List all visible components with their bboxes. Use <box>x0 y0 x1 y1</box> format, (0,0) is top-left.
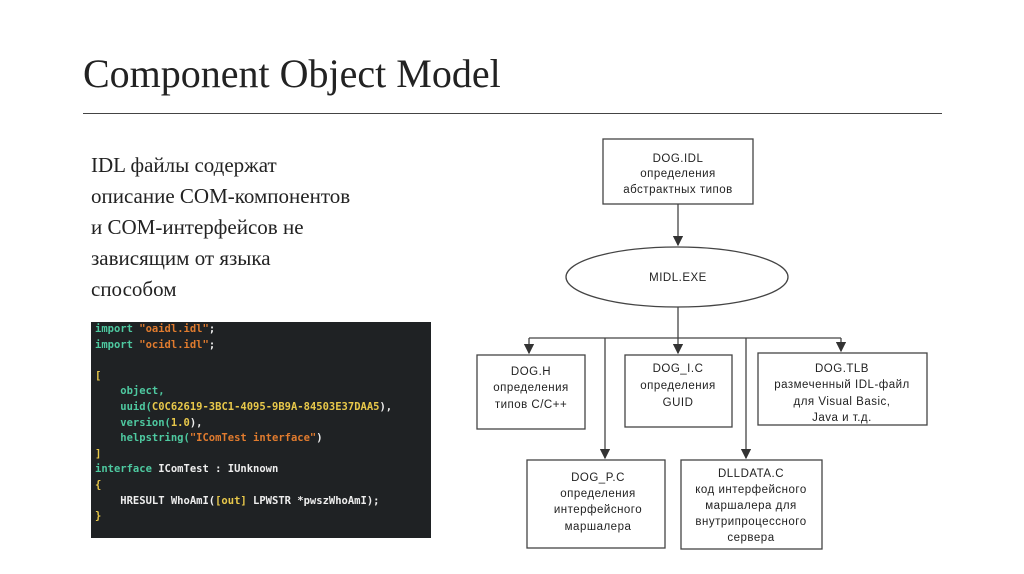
description-line: способом <box>91 277 177 301</box>
idl-code-block: import "oaidl.idl";import "ocidl.idl"; [… <box>91 322 431 538</box>
box-dlldata-c <box>680 459 823 550</box>
code-token: import <box>95 323 140 335</box>
code-token: [out] <box>215 494 247 507</box>
code-line: import "oaidl.idl"; <box>95 322 431 338</box>
box-label: абстрактных типов <box>623 184 733 196</box>
box-label: DOG.H <box>511 366 551 378</box>
code-line: helpstring("IComTest interface") <box>95 431 431 447</box>
description-line: описание COM-компонентов <box>91 184 351 208</box>
box-label: DLLDATA.C <box>718 468 784 480</box>
box-label: DOG.TLB <box>815 363 869 375</box>
code-line: [ <box>95 369 102 382</box>
code-token: ; <box>208 323 216 335</box>
code-token: IComTest : IUnknown <box>158 463 279 476</box>
box-label: размеченный IDL-файл <box>774 379 910 391</box>
code-token: import <box>95 338 140 351</box>
code-token: 1.0 <box>170 416 190 429</box>
code-line: import "ocidl.idl"; <box>95 338 431 354</box>
code-token: ), <box>379 400 393 413</box>
description-line: и COM-интерфейсов не <box>91 215 304 239</box>
code-token: interface <box>95 463 159 476</box>
slide-title: Component Object Model <box>83 51 501 96</box>
box-dog-p-c <box>526 459 666 549</box>
box-label: определения <box>640 380 716 392</box>
box-label: определения <box>640 168 716 180</box>
code-token: "ocidl.idl" <box>139 338 209 351</box>
ellipse-midl-exe <box>565 246 789 308</box>
code-line: ] <box>95 447 102 460</box>
box-label: маршалера <box>565 521 632 533</box>
ellipse-label: MIDL.EXE <box>649 272 707 284</box>
box-label: DOG_I.C <box>653 363 704 375</box>
description-line: зависящим от языка <box>91 246 271 270</box>
code-token: "IComTest interface" <box>189 432 317 445</box>
box-dog-i-c <box>624 354 733 428</box>
code-line: object, <box>95 385 165 398</box>
code-token: LPWSTR *pwszWhoAmI); <box>246 494 380 507</box>
code-token: C0C62619-3BC1-4095-9B9A-84503E37DAA5 <box>151 400 380 413</box>
box-label: интерфейсного <box>554 504 642 516</box>
box-label: определения <box>560 488 636 500</box>
description-line: IDL файлы содержат <box>91 153 277 177</box>
description: IDL файлы содержат описание COM-компонен… <box>91 150 431 305</box>
code-token: version( <box>95 416 171 429</box>
box-label: GUID <box>663 397 694 409</box>
box-label: Java и т.д. <box>812 412 872 424</box>
code-token: ) <box>316 432 323 445</box>
box-label: для Visual Basic, <box>794 396 891 408</box>
code-line: } <box>95 510 102 523</box>
code-token: helpstring( <box>95 432 190 445</box>
box-label: DOG_P.C <box>571 472 625 484</box>
code-token: "oaidl.idl" <box>139 323 209 335</box>
box-label: определения <box>493 382 569 394</box>
title-divider <box>83 113 942 114</box>
code-token: uuid( <box>95 400 152 413</box>
code-line: version(1.0), <box>95 416 431 432</box>
box-label: сервера <box>727 532 774 544</box>
code-token: ; <box>208 338 216 351</box>
box-dog-h <box>476 354 586 430</box>
box-dog-tlb <box>757 352 928 426</box>
box-label: типов C/C++ <box>495 399 567 411</box>
box-label: код интерфейсного <box>695 484 807 496</box>
code-line: { <box>95 478 102 491</box>
box-dog-idl <box>602 138 754 205</box>
code-token: HRESULT WhoAmI( <box>95 494 216 507</box>
code-line: uuid(C0C62619-3BC1-4095-9B9A-84503E37DAA… <box>95 400 431 416</box>
code-line: interface IComTest : IUnknown <box>95 462 431 478</box>
box-label: внутрипроцессного <box>695 516 806 528</box>
box-label: маршалера для <box>705 500 797 512</box>
code-token: ), <box>189 416 203 429</box>
box-label: DOG.IDL <box>653 153 704 165</box>
code-line: HRESULT WhoAmI([out] LPWSTR *pwszWhoAmI)… <box>95 494 431 510</box>
